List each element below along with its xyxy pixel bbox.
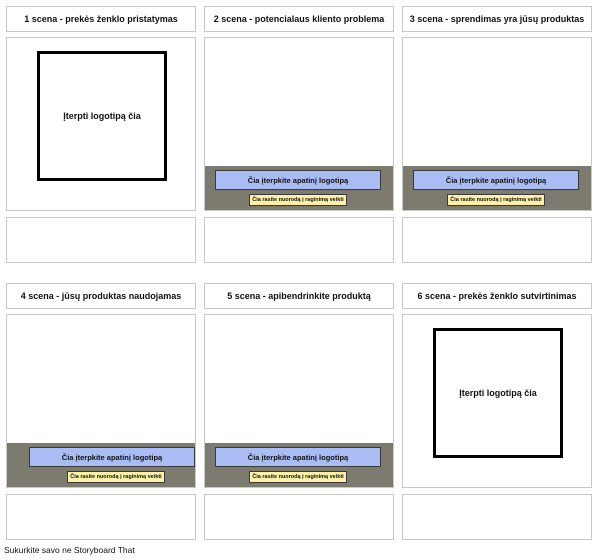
cta-link-box[interactable]: Čia rasite nuorodą į raginimą veikti xyxy=(67,471,165,483)
bottom-bar: Čia įterpkite apatinį logotipą Čia rasit… xyxy=(7,443,195,487)
scene-5-title[interactable]: 5 scena - apibendrinkite produktą xyxy=(204,283,394,309)
cta-link-box[interactable]: Čia rasite nuorodą į raginimą veikti xyxy=(447,194,545,206)
bottom-logo-box[interactable]: Čia įterpkite apatinį logotipą xyxy=(29,447,195,467)
bottom-bar: Čia įterpkite apatinį logotipą Čia rasit… xyxy=(205,443,393,487)
bottom-logo-box[interactable]: Čia įterpkite apatinį logotipą xyxy=(215,447,381,467)
scene-2-description[interactable] xyxy=(204,217,394,263)
scene-6-title[interactable]: 6 scena - prekės ženklo sutvirtinimas xyxy=(402,283,592,309)
scene-1-panel[interactable]: Įterpti logotipą čia xyxy=(6,37,196,211)
scene-2-title[interactable]: 2 scena - potencialaus kliento problema xyxy=(204,6,394,32)
bottom-logo-text: Čia įterpkite apatinį logotipą xyxy=(247,452,349,462)
bottom-bar: Čia įterpkite apatinį logotipą Čia rasit… xyxy=(205,166,393,210)
cta-link-text: Čia rasite nuorodą į raginimą veikti xyxy=(252,197,344,203)
bottom-logo-box[interactable]: Čia įterpkite apatinį logotipą xyxy=(215,170,381,190)
bottom-logo-text: Čia įterpkite apatinį logotipą xyxy=(247,175,349,185)
scene-5-description[interactable] xyxy=(204,494,394,540)
cta-link-text: Čia rasite nuorodą į raginimą veikti xyxy=(252,474,344,480)
scene-6-description[interactable] xyxy=(402,494,592,540)
logo-placeholder[interactable]: Įterpti logotipą čia xyxy=(37,51,167,181)
scene-3-description[interactable] xyxy=(402,217,592,263)
bottom-logo-text: Čia įterpkite apatinį logotipą xyxy=(61,452,163,462)
cta-link-box[interactable]: Čia rasite nuorodą į raginimą veikti xyxy=(249,471,347,483)
bottom-logo-box[interactable]: Čia įterpkite apatinį logotipą xyxy=(413,170,579,190)
logo-placeholder[interactable]: Įterpti logotipą čia xyxy=(433,328,563,458)
scene-6-panel[interactable]: Įterpti logotipą čia xyxy=(402,314,592,488)
cta-link-box[interactable]: Čia rasite nuorodą į raginimą veikti xyxy=(249,194,347,206)
logo-placeholder-text: Įterpti logotipą čia xyxy=(63,111,141,121)
logo-placeholder-text: Įterpti logotipą čia xyxy=(459,388,537,398)
scene-5-panel[interactable]: Čia įterpkite apatinį logotipą Čia rasit… xyxy=(204,314,394,488)
bottom-bar: Čia įterpkite apatinį logotipą Čia rasit… xyxy=(403,166,591,210)
bottom-logo-text: Čia įterpkite apatinį logotipą xyxy=(445,175,547,185)
scene-1-description[interactable] xyxy=(6,217,196,263)
scene-4-title[interactable]: 4 scena - jūsų produktas naudojamas xyxy=(6,283,196,309)
footer-credit-link[interactable]: Sukurkite savo ne Storyboard That xyxy=(4,545,135,555)
scene-1-title[interactable]: 1 scena - prekės ženklo pristatymas xyxy=(6,6,196,32)
scene-4-description[interactable] xyxy=(6,494,196,540)
cta-link-text: Čia rasite nuorodą į raginimą veikti xyxy=(70,474,162,480)
scene-2-panel[interactable]: Čia įterpkite apatinį logotipą Čia rasit… xyxy=(204,37,394,211)
scene-3-title[interactable]: 3 scena - sprendimas yra jūsų produktas xyxy=(402,6,592,32)
scene-4-panel[interactable]: Čia įterpkite apatinį logotipą Čia rasit… xyxy=(6,314,196,488)
scene-3-panel[interactable]: Čia įterpkite apatinį logotipą Čia rasit… xyxy=(402,37,592,211)
cta-link-text: Čia rasite nuorodą į raginimą veikti xyxy=(450,197,542,203)
